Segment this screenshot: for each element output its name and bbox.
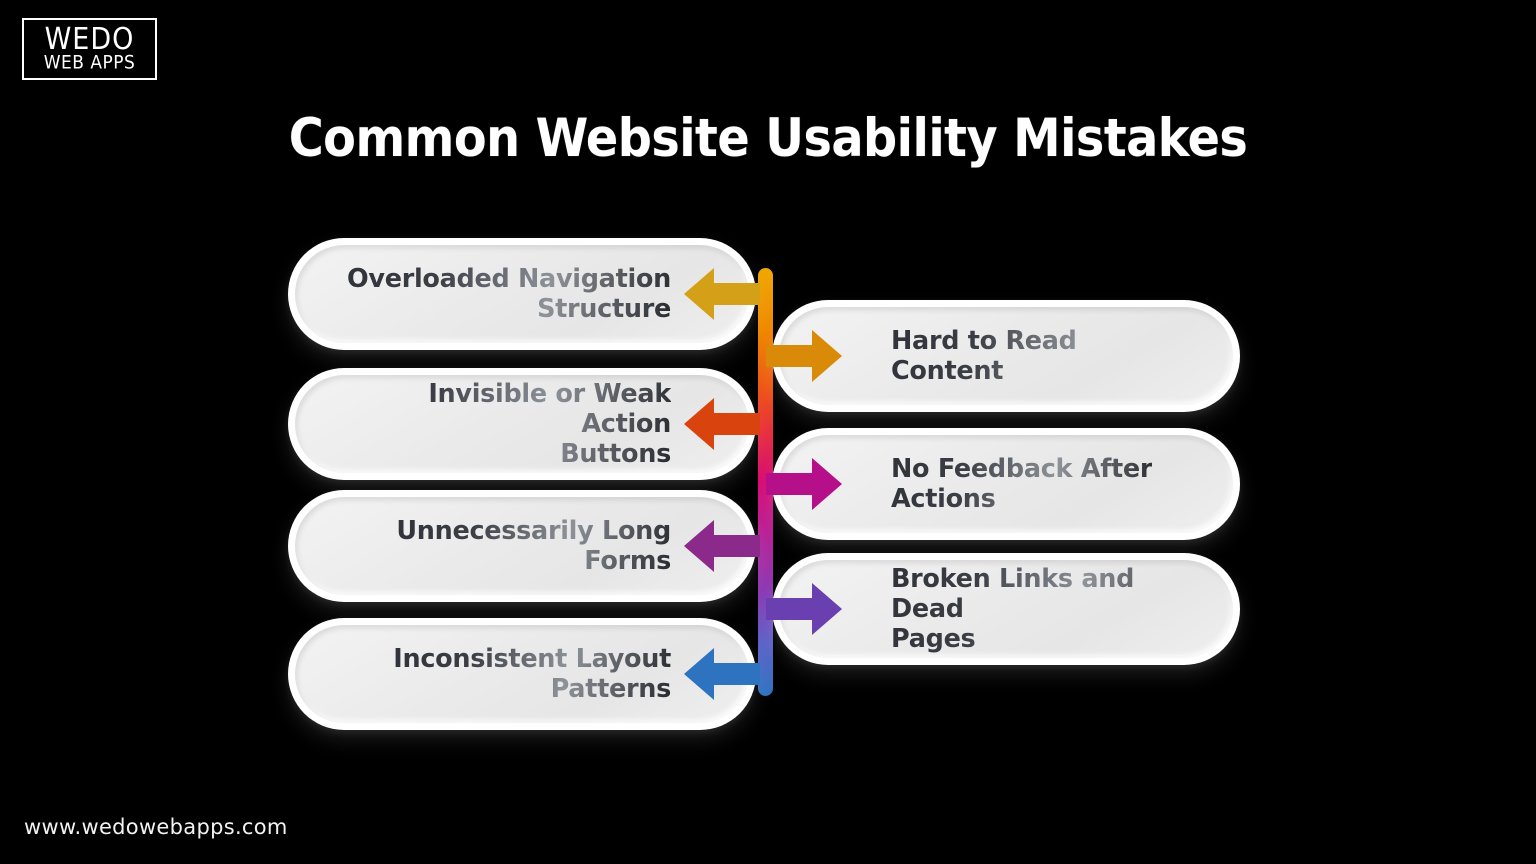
arrow-left-glyph (684, 398, 760, 450)
arrow-right-magenta-icon (766, 454, 842, 514)
pill-label-line1: Inconsistent Layout (393, 643, 671, 674)
arrow-left-orange-red-icon (684, 394, 760, 454)
arrow-left-blue-icon (684, 644, 760, 704)
list-item-right-2[interactable]: No Feedback After Actions (772, 428, 1240, 540)
pill-label: Inconsistent Layout Patterns (393, 644, 671, 704)
arrow-right-violet-icon (766, 579, 842, 639)
page-title: Common Website Usability Mistakes (288, 108, 1248, 169)
pill-label-line2: Patterns (550, 674, 671, 704)
brand-logo: WEDO WEB APPS (22, 18, 157, 80)
logo-text-primary: WEDO (44, 22, 135, 57)
arrow-left-purple-icon (684, 516, 760, 576)
pill-surface: Hard to Read Content (779, 307, 1233, 405)
pill-label: Broken Links and Dead Pages (891, 564, 1193, 654)
arrow-right-amber-icon (766, 326, 842, 386)
pill-label-line1: No Feedback After (891, 453, 1153, 484)
pill-label-line2: Pages (891, 624, 976, 655)
list-item-left-3[interactable]: Unnecessarily Long Forms (288, 490, 756, 602)
arrow-right-glyph (766, 330, 842, 382)
pill-surface: Overloaded Navigation Structure (295, 245, 749, 343)
pill-surface: Invisible or Weak Action Buttons (295, 375, 749, 473)
arrow-left-glyph (684, 648, 760, 700)
pill-surface: No Feedback After Actions (779, 435, 1233, 533)
pill-label: Unnecessarily Long Forms (396, 516, 671, 576)
footer-website-url: www.wedowebapps.com (24, 815, 288, 839)
pill-label-line2: Structure (537, 294, 671, 324)
pill-label-line1: Overloaded Navigation (347, 263, 671, 294)
pill-label-line1: Broken Links and Dead (891, 563, 1135, 624)
pill-surface: Unnecessarily Long Forms (295, 497, 749, 595)
list-item-left-2[interactable]: Invisible or Weak Action Buttons (288, 368, 756, 480)
pill-label: No Feedback After Actions (891, 454, 1152, 514)
pill-label: Invisible or Weak Action Buttons (339, 379, 671, 469)
pill-label-line2: Forms (584, 546, 671, 576)
pill-surface: Broken Links and Dead Pages (779, 560, 1233, 658)
pill-label-line1: Hard to Read Content (891, 325, 1077, 386)
list-item-right-1[interactable]: Hard to Read Content (772, 300, 1240, 412)
pill-label-line2: Actions (891, 484, 996, 514)
pill-label-line1: Unnecessarily Long (396, 515, 671, 546)
arrow-left-glyph (684, 268, 760, 320)
list-item-left-4[interactable]: Inconsistent Layout Patterns (288, 618, 756, 730)
arrow-right-glyph (766, 583, 842, 635)
gradient-spine-divider (758, 268, 773, 696)
arrow-left-glyph (684, 520, 760, 572)
pill-label-line2: Buttons (560, 439, 671, 470)
list-item-left-1[interactable]: Overloaded Navigation Structure (288, 238, 756, 350)
arrow-right-glyph (766, 458, 842, 510)
pill-label: Hard to Read Content (891, 326, 1193, 386)
logo-text-secondary: WEB APPS (43, 51, 136, 74)
pill-label-line1: Invisible or Weak Action (428, 378, 671, 439)
arrow-left-gold-icon (684, 264, 760, 324)
pill-label: Overloaded Navigation Structure (347, 264, 671, 324)
list-item-right-3[interactable]: Broken Links and Dead Pages (772, 553, 1240, 665)
pill-surface: Inconsistent Layout Patterns (295, 625, 749, 723)
